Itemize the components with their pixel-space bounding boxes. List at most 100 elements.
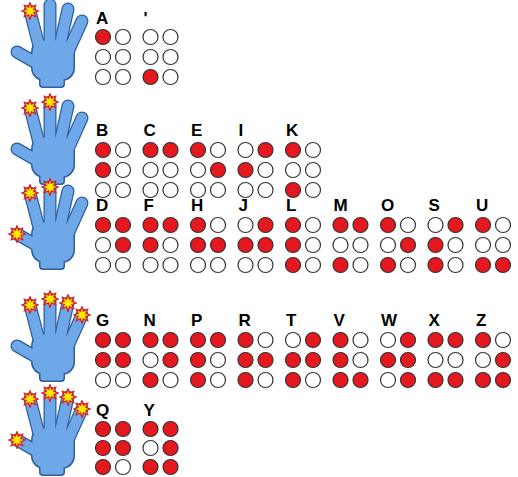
- braille-cell: [143, 218, 178, 273]
- raised-dot: [96, 30, 111, 45]
- braille-cell: [381, 333, 416, 388]
- flat-dot: [143, 183, 158, 198]
- spark: [42, 94, 59, 111]
- raised-dot: [476, 258, 491, 273]
- flat-dot: [191, 183, 206, 198]
- flat-dot: [258, 258, 273, 273]
- flat-dot: [428, 353, 443, 368]
- flat-dot: [116, 143, 131, 158]
- flat-dot: [191, 163, 206, 178]
- flat-dot: [238, 143, 253, 158]
- flat-dot: [163, 238, 178, 253]
- braille-cell: [238, 143, 273, 198]
- flat-dot: [163, 70, 178, 85]
- flat-dot: [306, 163, 321, 178]
- raised-dot: [163, 460, 178, 475]
- raised-dot: [381, 218, 396, 233]
- raised-dot: [191, 143, 206, 158]
- flat-dot: [353, 258, 368, 273]
- raised-dot: [191, 333, 206, 348]
- raised-dot: [211, 333, 226, 348]
- raised-dot: [381, 353, 396, 368]
- raised-dot: [401, 333, 416, 348]
- braille-cell: [143, 143, 178, 198]
- letter-label: L: [286, 197, 296, 214]
- braille-cell: [286, 333, 321, 388]
- letter-label: V: [334, 312, 345, 329]
- wrist: [41, 360, 64, 381]
- letter-label: Q: [96, 402, 109, 419]
- raised-dot: [143, 373, 158, 388]
- flat-dot: [353, 238, 368, 253]
- braille-cell: [143, 422, 178, 475]
- raised-dot: [448, 333, 463, 348]
- raised-dot: [96, 163, 111, 178]
- flat-dot: [258, 373, 273, 388]
- raised-dot: [238, 238, 253, 253]
- raised-dot: [258, 218, 273, 233]
- flat-dot: [163, 373, 178, 388]
- braille-cell: [333, 218, 368, 273]
- flat-dot: [258, 183, 273, 198]
- wrist-outline: [39, 360, 65, 382]
- flat-dot: [191, 258, 206, 273]
- flat-dot: [496, 218, 511, 233]
- flat-dot: [96, 258, 111, 273]
- letter-label: K: [286, 122, 298, 139]
- raised-dot: [143, 333, 158, 348]
- flat-dot: [496, 238, 511, 253]
- raised-dot: [116, 441, 131, 456]
- raised-dot: [353, 373, 368, 388]
- letter-label: J: [239, 197, 248, 214]
- flat-dot: [211, 258, 226, 273]
- flat-dot: [143, 50, 158, 65]
- raised-dot: [96, 218, 111, 233]
- raised-dot: [333, 353, 348, 368]
- finger: [60, 9, 68, 45]
- hand-icon: [9, 385, 91, 477]
- flat-dot: [116, 50, 131, 65]
- raised-dot: [143, 460, 158, 475]
- braille-cell: [96, 30, 131, 85]
- flat-dot: [96, 70, 111, 85]
- spark: [74, 307, 91, 324]
- wrist-outline: [39, 66, 65, 88]
- raised-dot: [211, 163, 226, 178]
- raised-dot: [163, 333, 178, 348]
- flat-dot: [163, 30, 178, 45]
- raised-dot: [238, 373, 253, 388]
- flat-dot: [448, 238, 463, 253]
- spark: [22, 391, 39, 408]
- raised-dot: [496, 373, 511, 388]
- raised-dot: [401, 353, 416, 368]
- raised-dot: [96, 441, 111, 456]
- raised-dot: [286, 238, 301, 253]
- raised-dot: [286, 218, 301, 233]
- letter-label: W: [381, 312, 397, 329]
- raised-dot: [496, 258, 511, 273]
- raised-dot: [143, 422, 158, 437]
- flat-dot: [211, 143, 226, 158]
- spark: [42, 291, 59, 308]
- flat-dot: [116, 373, 131, 388]
- wrist: [41, 248, 64, 269]
- flat-dot: [306, 183, 321, 198]
- letter-label: N: [144, 312, 156, 329]
- raised-dot: [191, 353, 206, 368]
- finger-outline: [44, 5, 57, 42]
- braille-cell: [238, 333, 273, 388]
- flat-dot: [306, 373, 321, 388]
- raised-dot: [333, 373, 348, 388]
- flat-dot: [306, 258, 321, 273]
- flat-dot: [381, 333, 396, 348]
- hand-icon: [17, 3, 82, 89]
- spark: [42, 179, 59, 196]
- spark: [60, 295, 77, 312]
- flat-dot: [476, 353, 491, 368]
- flat-dot: [258, 163, 273, 178]
- raised-dot: [448, 218, 463, 233]
- letter-label: S: [429, 197, 440, 214]
- letter-label: A: [96, 10, 108, 27]
- flat-dot: [238, 218, 253, 233]
- braille-cell: [191, 218, 226, 273]
